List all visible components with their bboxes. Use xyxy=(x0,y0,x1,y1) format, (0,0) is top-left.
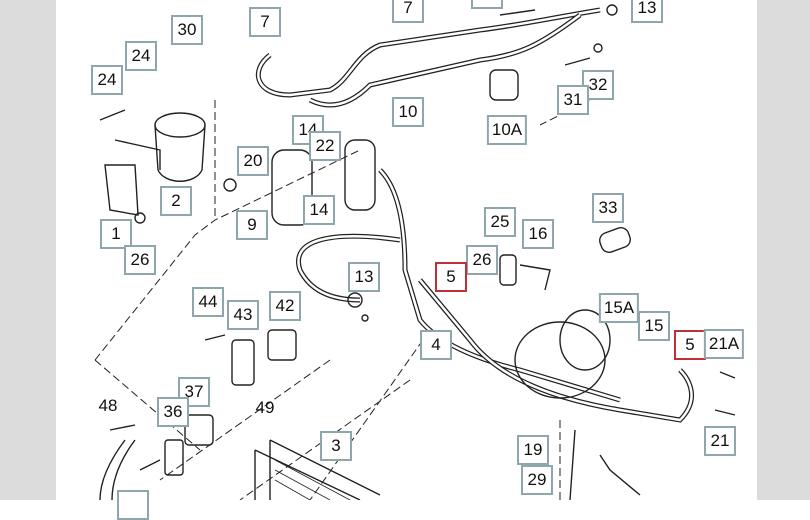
compressor xyxy=(514,321,606,399)
parts-drawing xyxy=(94,4,736,500)
callout-20: 20 xyxy=(237,146,269,176)
callout-partial xyxy=(117,490,149,520)
callout-14: 14 xyxy=(303,195,335,225)
callout-24: 24 xyxy=(91,65,123,95)
callout-4: 4 xyxy=(420,330,452,360)
callout-29: 29 xyxy=(521,465,553,495)
callout-7: 7 xyxy=(249,7,281,37)
callout-24: 24 xyxy=(125,41,157,71)
callout-7: 7 xyxy=(392,0,424,23)
callout-10: 10 xyxy=(392,97,424,127)
callout-49: 49 xyxy=(255,398,275,417)
callout-5-highlighted[interactable]: 5 xyxy=(435,262,467,292)
callout-2: 2 xyxy=(160,186,192,216)
callout-15: 15 xyxy=(638,311,670,341)
callout-43: 43 xyxy=(227,300,259,330)
callout-25: 25 xyxy=(484,207,516,237)
callout-5-highlighted[interactable]: 5 xyxy=(674,330,706,360)
callout-22: 22 xyxy=(309,131,341,161)
callout-13: 13 xyxy=(631,0,663,23)
pipe-10 xyxy=(308,12,582,108)
receiver-drier xyxy=(271,149,313,226)
right-margin xyxy=(757,0,810,500)
pipe-upper xyxy=(255,7,601,98)
left-margin xyxy=(0,0,56,500)
callout-13: 13 xyxy=(348,262,380,292)
callout-1: 1 xyxy=(100,219,132,249)
callout-19: 19 xyxy=(517,435,549,465)
callout-10a: 10A xyxy=(486,115,528,145)
callout-31: 31 xyxy=(557,85,589,115)
callout-21: 21 xyxy=(704,426,736,456)
callout-26: 26 xyxy=(466,245,498,275)
callout-30: 30 xyxy=(171,15,203,45)
callout-44: 44 xyxy=(192,287,224,317)
condenser xyxy=(254,439,381,500)
callout-48: 48 xyxy=(98,396,118,415)
callout-15a: 15A xyxy=(598,293,640,323)
callout-3: 3 xyxy=(320,431,352,461)
callout-42: 42 xyxy=(269,291,301,321)
callout-21a: 21A xyxy=(703,329,745,359)
callout-12: 12 xyxy=(471,0,503,9)
callout-9: 9 xyxy=(236,210,268,240)
callout-36: 36 xyxy=(157,397,189,427)
callout-16: 16 xyxy=(522,219,554,249)
callout-26: 26 xyxy=(124,245,156,275)
callout-33: 33 xyxy=(592,193,624,223)
